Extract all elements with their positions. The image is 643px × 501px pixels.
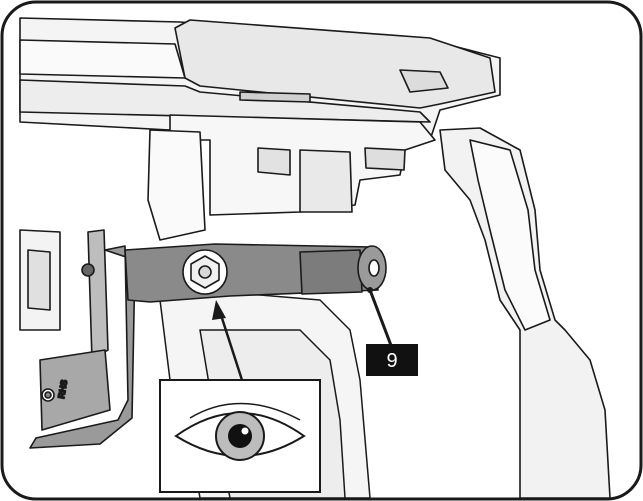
eye-inset <box>159 379 321 493</box>
mounting-structure <box>147 114 436 241</box>
eye-icon <box>174 402 306 461</box>
side-panel <box>439 127 611 499</box>
view-arrow <box>212 300 244 381</box>
callout-9: 9 <box>366 344 418 376</box>
callout-number: 9 <box>386 350 397 372</box>
top-housing <box>19 17 501 151</box>
linkage-arm <box>81 243 387 303</box>
callout-leader <box>368 289 394 349</box>
rhs-stamp: RHS <box>56 379 69 399</box>
left-bracket: RHS <box>19 229 136 449</box>
